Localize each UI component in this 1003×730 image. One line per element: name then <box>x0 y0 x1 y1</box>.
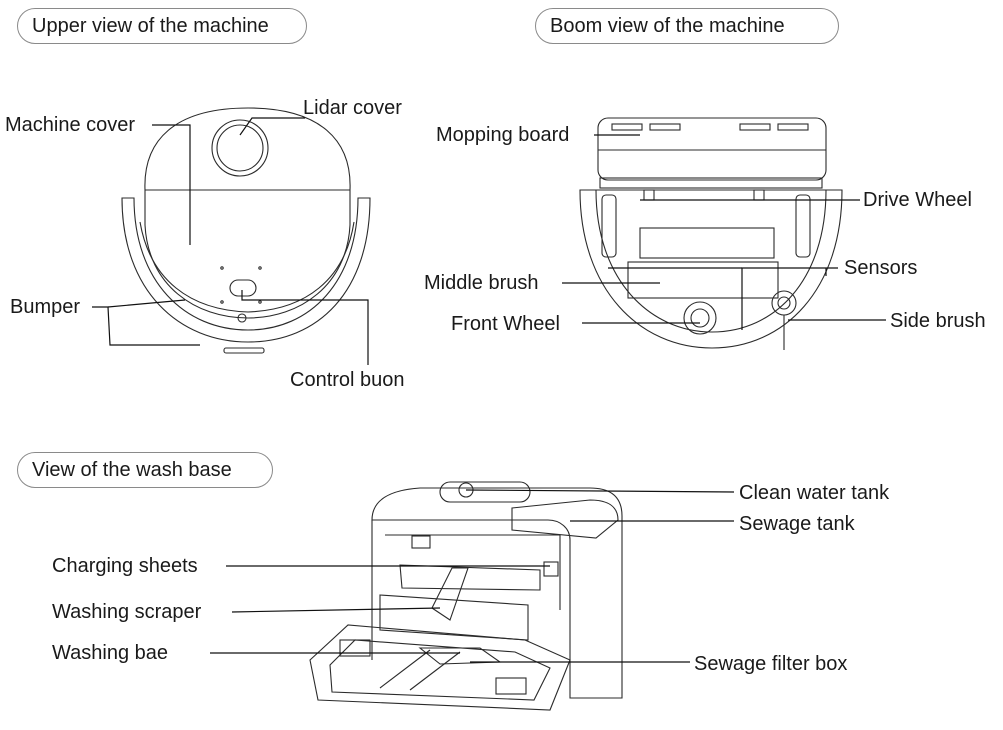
machine-cover-outline <box>144 107 351 191</box>
label-machine-cover: Machine cover <box>5 114 136 136</box>
bumper-outline <box>121 197 371 343</box>
label-washing-base: Washing bae <box>52 642 168 664</box>
robot-top-illustration <box>121 107 371 354</box>
section-title-wash-base: View of the wash base <box>17 452 273 488</box>
leader-machine-cover <box>152 124 191 245</box>
leader-bumper <box>92 306 200 346</box>
washing-tray-shape <box>309 624 571 711</box>
label-charging-sheets: Charging sheets <box>52 555 198 577</box>
side-brush-shape <box>771 290 797 316</box>
mopping-board-shape <box>597 117 827 181</box>
label-side-brush: Side brush <box>890 310 986 332</box>
section-title-upper-text: Upper view of the machine <box>32 14 269 37</box>
section-title-bottom-text: Boom view of the machine <box>550 14 785 37</box>
drive-wheel-right <box>795 194 811 258</box>
leader-clean-water-tank <box>465 489 735 493</box>
front-wheel-shape <box>683 301 717 335</box>
lidar-cover-shape <box>211 119 269 177</box>
robot-bottom-illustration <box>579 117 843 350</box>
control-button-shape <box>229 279 257 297</box>
label-drive-wheel: Drive Wheel <box>863 189 972 211</box>
label-lidar-cover: Lidar cover <box>303 97 402 119</box>
leader-washing-scraper <box>231 607 441 613</box>
wash-base-illustration <box>309 481 623 711</box>
label-sewage-tank: Sewage tank <box>739 513 855 535</box>
label-front-wheel: Front Wheel <box>451 313 560 335</box>
sewage-tank-shape <box>511 499 619 539</box>
label-washing-scraper: Washing scraper <box>52 601 202 623</box>
label-control-button: Control buon <box>290 369 405 391</box>
drive-wheel-left <box>601 194 617 258</box>
clean-water-tank-shape <box>439 481 531 503</box>
label-middle-brush: Middle brush <box>424 272 539 294</box>
leader-lidar-cover <box>239 117 305 136</box>
washing-scraper-shape <box>431 567 469 621</box>
middle-brush-shape <box>627 261 779 299</box>
label-sensors: Sensors <box>844 257 918 279</box>
leader-control-button <box>241 290 369 365</box>
section-title-base-text: View of the wash base <box>32 458 232 481</box>
charging-sheet-shape <box>411 535 431 549</box>
section-title-upper-view: Upper view of the machine <box>17 8 307 44</box>
robot-body-outline <box>144 190 351 319</box>
section-title-bottom-view: Boom view of the machine <box>535 8 839 44</box>
label-bumper: Bumper <box>10 296 81 318</box>
base-housing-outline <box>371 487 623 699</box>
label-mopping-board: Mopping board <box>436 124 570 146</box>
robot-underside-outline <box>579 189 843 349</box>
label-sewage-filter-box: Sewage filter box <box>694 653 848 675</box>
label-clean-water-tank: Clean water tank <box>739 482 890 504</box>
